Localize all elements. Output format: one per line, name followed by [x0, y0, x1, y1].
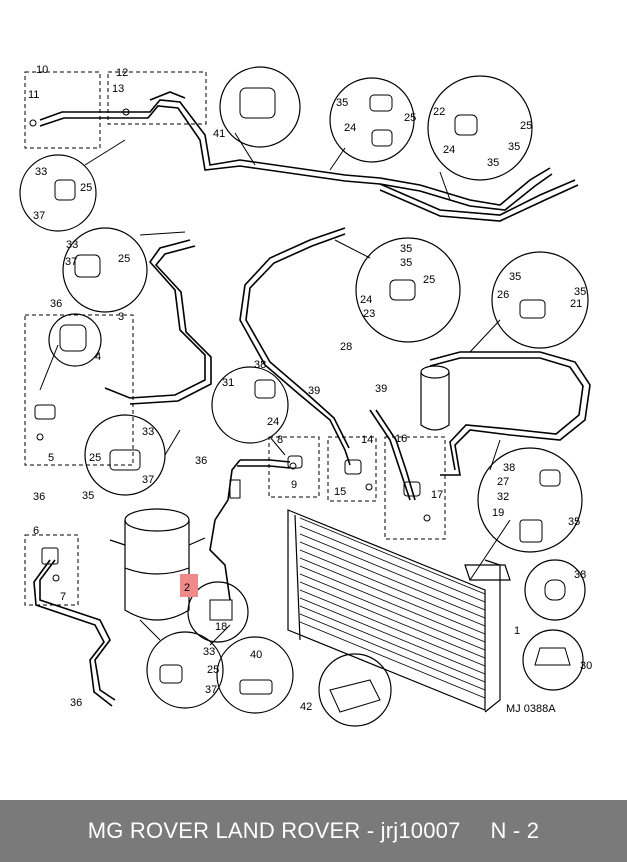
callout-36b: 36 — [195, 455, 207, 467]
callout-31: 31 — [222, 377, 234, 389]
callout-37d: 37 — [205, 684, 217, 696]
group-boxes — [24, 71, 446, 606]
callout-35i: 35 — [82, 490, 94, 502]
callout-18: 18 — [215, 621, 227, 633]
callout-16: 16 — [395, 433, 407, 445]
callout-4: 4 — [95, 351, 101, 363]
callout-35b: 35 — [508, 141, 520, 153]
callout-7: 7 — [60, 591, 66, 603]
callout-38b: 38 — [503, 462, 515, 474]
callout-41: 41 — [213, 128, 225, 140]
callout-33: 33 — [35, 166, 47, 178]
callout-25e: 25 — [423, 274, 435, 286]
refrigerant-pipes — [33, 91, 591, 707]
callout-5: 5 — [48, 452, 54, 464]
hardware — [29, 87, 571, 713]
callout-23: 23 — [363, 308, 375, 320]
leader-lines — [39, 132, 511, 646]
callout-40: 40 — [250, 649, 262, 661]
detail-circles — [19, 66, 589, 727]
accumulator — [420, 365, 450, 431]
callout-1: 1 — [514, 625, 520, 637]
callout-14: 14 — [361, 434, 373, 446]
callout-11: 11 — [28, 89, 39, 101]
callout-33d: 33 — [203, 646, 215, 658]
callout-24d: 24 — [267, 416, 279, 428]
callout-38c: 38 — [574, 569, 586, 581]
callout-8: 8 — [277, 434, 283, 446]
callout-33b: 33 — [66, 239, 78, 251]
diagram-code: MJ 0388A — [506, 703, 556, 715]
callout-35d: 35 — [400, 243, 412, 255]
callout-35f: 35 — [509, 271, 521, 283]
footer-title: MG ROVER LAND ROVER - jrj10007 — [87, 818, 461, 843]
callout-25c: 25 — [118, 253, 130, 265]
callout-25f: 25 — [89, 452, 101, 464]
callout-6: 6 — [33, 525, 39, 537]
callout-25g: 25 — [207, 664, 219, 676]
callout-35e: 35 — [400, 257, 412, 269]
callout-26: 26 — [497, 289, 509, 301]
callout-42: 42 — [300, 701, 312, 713]
callout-36c: 36 — [33, 491, 45, 503]
callout-3: 3 — [118, 311, 124, 323]
callout-25: 25 — [404, 112, 416, 124]
callout-24b: 24 — [443, 144, 455, 156]
callout-25d: 25 — [520, 120, 532, 132]
callout-38: 38 — [254, 359, 266, 371]
callout-19: 19 — [492, 507, 504, 519]
callout-28: 28 — [340, 341, 352, 353]
callout-35: 35 — [336, 97, 348, 109]
callout-37b: 37 — [65, 256, 77, 268]
callout-33c: 33 — [142, 426, 154, 438]
callout-37: 37 — [33, 210, 45, 222]
callout-22: 22 — [433, 106, 445, 118]
callout-10: 10 — [36, 64, 48, 76]
callout-36d: 36 — [70, 697, 82, 709]
parts-diagram: 1 2 3 4 5 6 7 8 9 10 11 12 13 14 15 16 1… — [19, 64, 592, 727]
callout-35h: 35 — [568, 516, 580, 528]
callout-30: 30 — [580, 660, 592, 672]
callout-35g: 35 — [574, 286, 586, 298]
callout-24c: 24 — [360, 294, 372, 306]
callout-labels: 1 2 3 4 5 6 7 8 9 10 11 12 13 14 15 16 1… — [28, 64, 592, 715]
receiver-drier — [109, 508, 206, 621]
callout-39b: 39 — [375, 383, 387, 395]
callout-2: 2 — [184, 582, 190, 594]
callout-24: 24 — [344, 122, 356, 134]
callout-27: 27 — [497, 476, 509, 488]
callout-32: 32 — [497, 491, 509, 503]
callout-35c: 35 — [487, 157, 499, 169]
footer-page: N - 2 — [490, 818, 540, 843]
condenser — [287, 509, 511, 713]
callout-21: 21 — [570, 298, 582, 310]
callout-15: 15 — [334, 486, 346, 498]
callout-12: 12 — [116, 67, 128, 79]
part-2-highlight — [180, 574, 198, 597]
callout-17: 17 — [431, 489, 443, 501]
callout-9: 9 — [291, 479, 297, 491]
callout-39: 39 — [308, 385, 320, 397]
callout-25b: 25 — [80, 182, 92, 194]
footer-bar: MG ROVER LAND ROVER - jrj10007 N - 2 — [0, 800, 627, 862]
callout-36: 36 — [50, 298, 62, 310]
callout-13: 13 — [112, 83, 124, 95]
callout-37c: 37 — [142, 474, 154, 486]
